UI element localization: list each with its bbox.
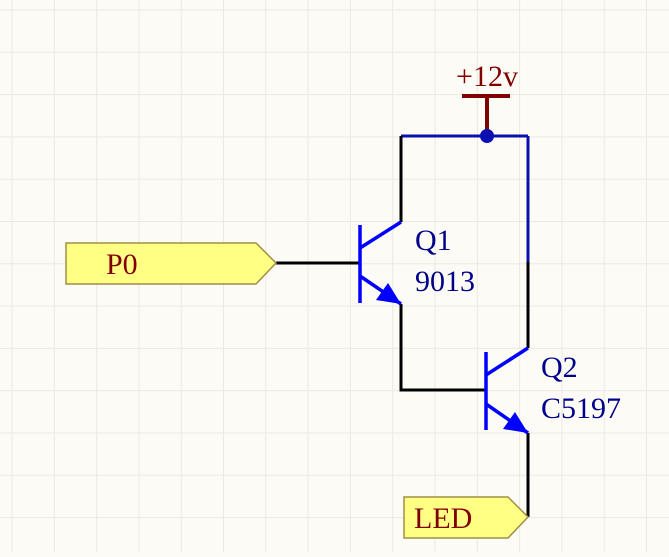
power-net[interactable]	[401, 134, 530, 262]
port-led-shape	[403, 496, 530, 539]
port-p0-label: P0	[106, 248, 138, 281]
q1-part-number: 9013	[415, 265, 475, 298]
port-p0-shape	[65, 242, 278, 285]
port-led-label: LED	[414, 502, 472, 535]
q2-emitter-arrow	[503, 412, 528, 433]
transistor-q1[interactable]: Q1 9013	[358, 220, 475, 306]
transistor-q2[interactable]: Q2 C5197	[484, 346, 621, 435]
port-p0[interactable]: P0	[65, 242, 278, 285]
signal-wires[interactable]	[276, 136, 530, 517]
q1-emitter-to-q2-base-wire	[399, 304, 486, 392]
q1-emitter-arrow	[376, 283, 401, 304]
q2-collector-lead	[485, 346, 529, 377]
q2-part-number: C5197	[541, 392, 621, 425]
power-label: +12v	[456, 60, 518, 93]
q1-designator: Q1	[415, 224, 452, 257]
junction-dot	[480, 129, 494, 143]
q2-designator: Q2	[541, 351, 578, 384]
q1-collector-lead	[359, 220, 402, 250]
port-led[interactable]: LED	[403, 496, 530, 539]
power-symbol[interactable]: +12v	[456, 60, 518, 136]
